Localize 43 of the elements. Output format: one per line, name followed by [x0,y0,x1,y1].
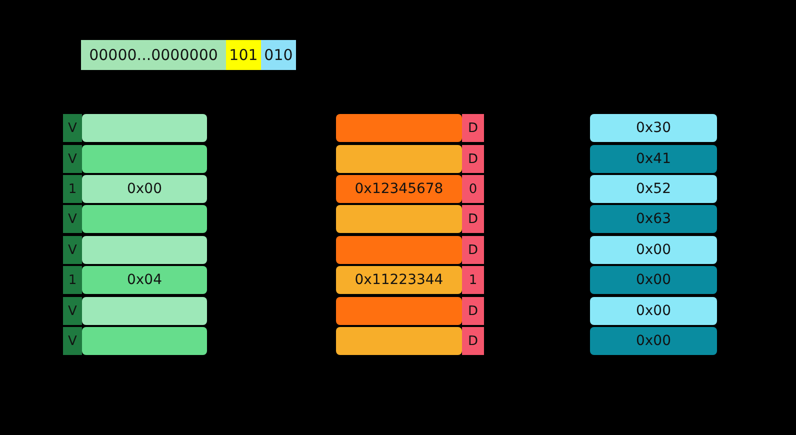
flag-label: D [462,236,484,264]
memory-slot: 0x04 [82,266,207,294]
memory-slot [336,327,462,355]
flag-label: D [462,327,484,355]
address-bits: 00000...0000000 [81,40,226,70]
memory-slot [336,145,462,173]
memory-slot [82,114,207,142]
flag-label: V [63,145,82,173]
memory-slot: 0x41 [590,145,717,173]
memory-slot: 0x00 [590,236,717,264]
memory-slot: 0x00 [590,297,717,325]
memory-slot [82,297,207,325]
index-bits: 101 [226,40,261,70]
flag-label: 1 [462,266,484,294]
flag-label: 1 [63,266,82,294]
memory-slot [82,145,207,173]
memory-slot: 0x30 [590,114,717,142]
memory-slot [82,236,207,264]
memory-slot [336,297,462,325]
memory-slot [336,205,462,233]
flag-label: V [63,327,82,355]
flag-label: D [462,114,484,142]
memory-slot: 0x63 [590,205,717,233]
memory-slot: 0x12345678 [336,175,462,203]
memory-slot [336,114,462,142]
flag-label: V [63,114,82,142]
flag-label: 1 [63,175,82,203]
flag-label: D [462,297,484,325]
flag-label: V [63,205,82,233]
memory-slot [82,327,207,355]
memory-slot: 0x00 [590,327,717,355]
memory-slot [82,205,207,233]
memory-slot: 0x00 [590,266,717,294]
memory-slot [336,236,462,264]
memory-slot: 0x00 [82,175,207,203]
offset-bits: 010 [261,40,296,70]
flag-label: V [63,297,82,325]
flag-label: D [462,205,484,233]
flag-label: 0 [462,175,484,203]
flag-label: D [462,145,484,173]
memory-slot: 0x11223344 [336,266,462,294]
memory-slot: 0x52 [590,175,717,203]
flag-label: V [63,236,82,264]
